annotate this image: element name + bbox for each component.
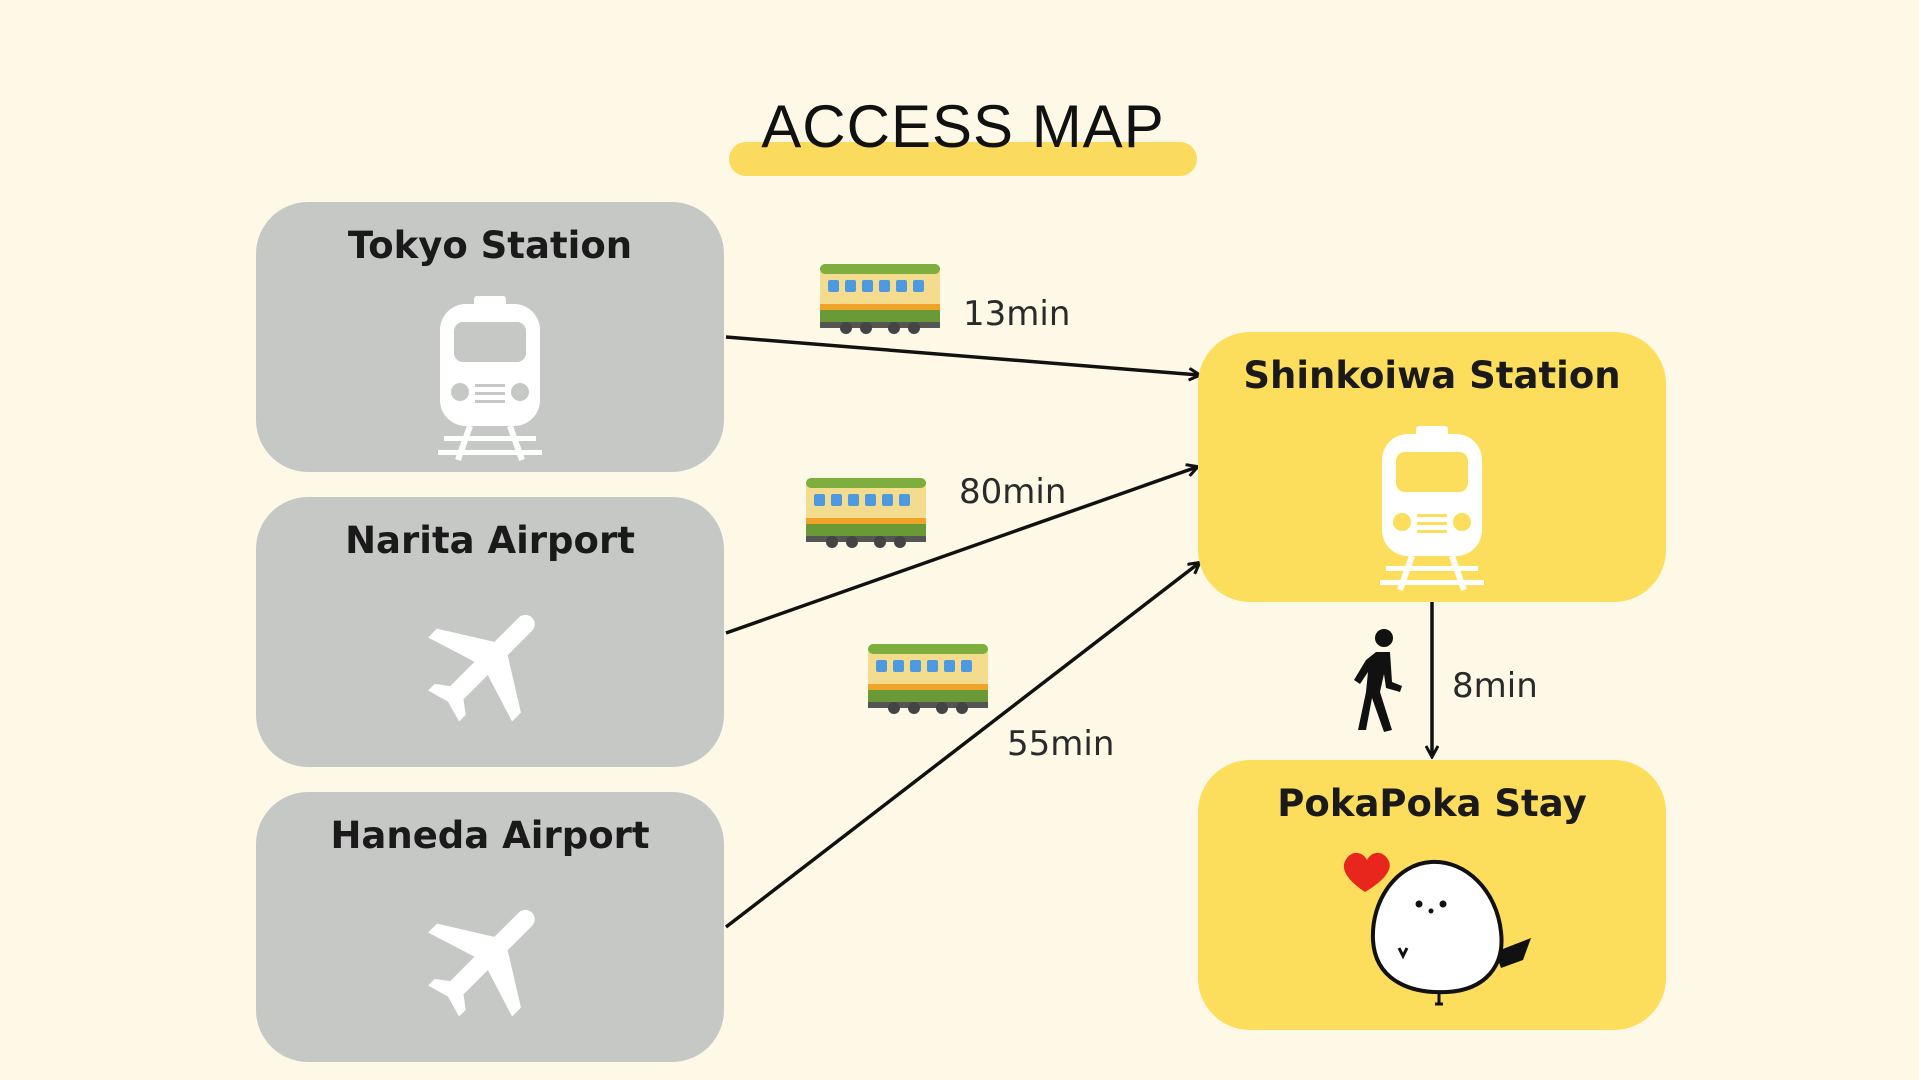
duration-tokyo: 13min [963,294,1071,334]
duration-narita: 80min [959,472,1067,512]
airplane-icon [428,909,535,1017]
train-emoji-icon [820,264,940,334]
node-label: Haneda Airport [330,814,650,857]
duration-haneda: 55min [1007,724,1115,764]
heart-icon [1343,852,1390,892]
node-narita-airport: Narita Airport [256,497,724,767]
node-tokyo-station: Tokyo Station [256,202,724,472]
node-label: Shinkoiwa Station [1243,354,1621,397]
train-emoji-icon [868,644,988,714]
node-shinkoiwa-station: Shinkoiwa Station [1198,332,1666,602]
node-pokapoka-stay: PokaPoka Stay [1198,760,1666,1030]
title-block: ACCESS MAP [729,80,1197,180]
title-highlight [729,142,1197,176]
page-title: ACCESS MAP [761,93,1165,160]
arrow-tokyo-to-shinkoiwa [725,335,1199,375]
arrow-haneda-to-shinkoiwa [724,563,1199,929]
train-icon [438,296,542,461]
bird-mascot-icon [1343,852,1531,1006]
duration-walk: 8min [1452,666,1538,706]
train-icon [1380,426,1484,591]
node-label: Narita Airport [345,519,635,562]
train-emoji-icon [806,478,926,548]
airplane-icon [428,614,535,722]
node-label: PokaPoka Stay [1277,782,1587,825]
walking-person-icon [1354,629,1402,732]
arrow-narita-to-shinkoiwa [725,467,1197,635]
node-label: Tokyo Station [347,224,633,267]
node-haneda-airport: Haneda Airport [256,792,724,1062]
